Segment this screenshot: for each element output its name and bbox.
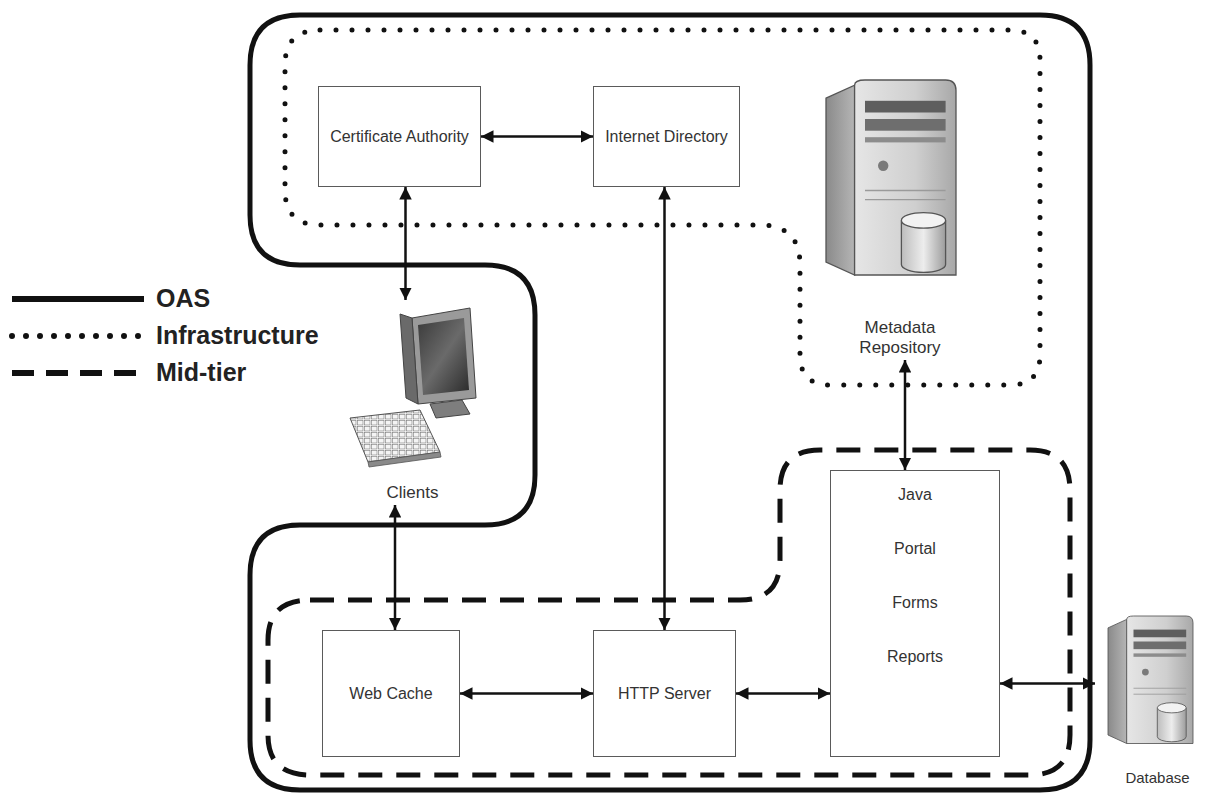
component-label: Java [894, 485, 936, 505]
connector-arrow [404, 187, 407, 300]
connector-arrow [460, 692, 593, 695]
legend: OAS InfrastructureMid-tier [8, 280, 319, 391]
component-box: JavaPortalFormsReports [830, 470, 1000, 757]
directory-box: Internet Directory [593, 86, 740, 187]
connector-arrow [1000, 682, 1095, 685]
midtier-outline [268, 450, 1070, 775]
server-icon [1108, 616, 1193, 744]
node-label: Metadata Repository [831, 318, 969, 358]
server-icon [826, 80, 956, 275]
legend-row: OAS [8, 280, 319, 317]
component-label: Portal [890, 539, 940, 559]
legend-line [8, 367, 148, 379]
oas-outline [250, 15, 1090, 790]
legend-row: Infrastructure [8, 317, 319, 354]
component-label: Reports [883, 647, 947, 667]
database-node: Database [1095, 610, 1220, 790]
legend-label: OAS [156, 284, 210, 313]
authority-box: Certificate Authority [318, 86, 481, 187]
connector-arrow [904, 360, 907, 470]
legend-line [8, 330, 148, 342]
connector-arrow [663, 187, 666, 630]
legend-line [8, 293, 148, 305]
connector-arrow [394, 505, 397, 630]
node-label: Internet Directory [601, 127, 732, 147]
node-label: HTTP Server [614, 684, 715, 704]
legend-row: Mid-tier [8, 354, 319, 391]
legend-label: Mid-tier [156, 358, 246, 387]
node-label: Web Cache [345, 684, 436, 704]
connector-arrow [736, 692, 830, 695]
node-label: Certificate Authority [326, 127, 473, 147]
client-node: Clients [330, 300, 495, 505]
connector-arrow [481, 135, 593, 138]
node-label: Database [1121, 768, 1193, 788]
infrastructure-outline [285, 30, 1040, 385]
computer-icon [350, 308, 476, 467]
repository-node: Metadata Repository [820, 75, 980, 360]
legend-label: Infrastructure [156, 321, 319, 350]
component-label: Forms [888, 593, 941, 613]
cache-box: Web Cache [322, 630, 460, 757]
node-label: Clients [383, 483, 443, 503]
http-server-box: HTTP Server [593, 630, 736, 757]
